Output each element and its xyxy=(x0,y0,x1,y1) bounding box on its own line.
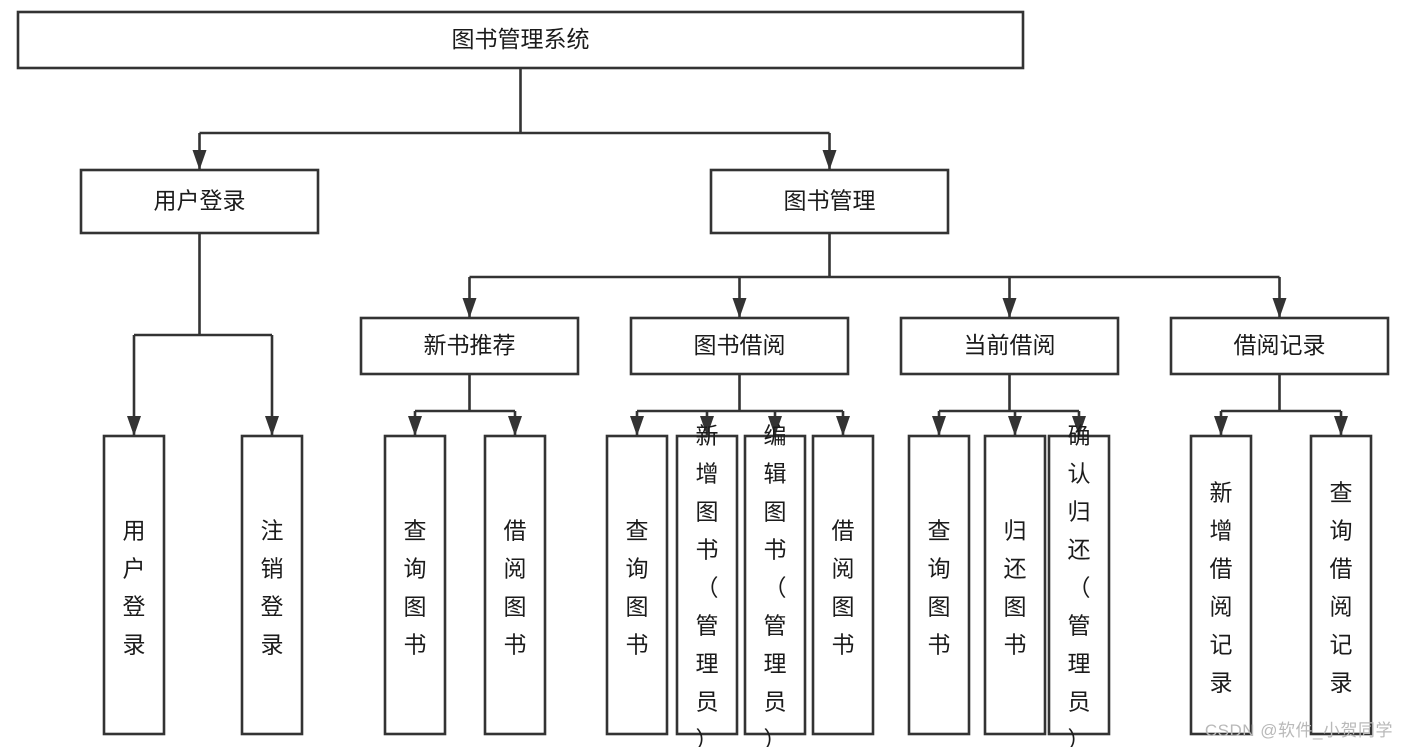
node-box-leaf-confirm-return[interactable] xyxy=(1047,434,1111,736)
node-label-leaf-confirm-return: 确认归还（管理员） xyxy=(1068,423,1091,747)
node-box-leaf-query-book-2[interactable] xyxy=(605,434,669,736)
node-label-leaf-add-book: 新增图书（管理员） xyxy=(696,423,719,747)
node-leaf-logout[interactable]: 注销登录 xyxy=(240,434,304,736)
node-label-newbook: 新书推荐 xyxy=(424,332,516,358)
node-label-leaf-query-record: 查询借阅记录 xyxy=(1330,480,1353,696)
node-box-leaf-user-login[interactable] xyxy=(102,434,166,736)
node-label-leaf-query-book-2: 查询图书 xyxy=(626,518,649,658)
node-newbook[interactable]: 新书推荐 xyxy=(359,316,580,376)
node-leaf-add-record[interactable]: 新增借阅记录 xyxy=(1189,434,1253,736)
node-label-records: 借阅记录 xyxy=(1234,332,1326,358)
node-label-leaf-query-book-1: 查询图书 xyxy=(404,518,427,658)
node-box-newbook[interactable] xyxy=(359,316,580,376)
nodes-layer: 图书管理系统用户登录图书管理新书推荐图书借阅当前借阅借阅记录用户登录注销登录查询… xyxy=(16,10,1390,747)
node-box-leaf-add-book[interactable] xyxy=(675,434,739,736)
node-box-leaf-query-book-3[interactable] xyxy=(907,434,971,736)
node-login[interactable]: 用户登录 xyxy=(79,168,320,235)
node-label-leaf-return-book: 归还图书 xyxy=(1004,518,1027,658)
node-box-leaf-edit-book[interactable] xyxy=(743,434,807,736)
node-label-leaf-query-book-3: 查询图书 xyxy=(928,518,951,658)
node-leaf-edit-book[interactable]: 编辑图书（管理员） xyxy=(743,423,807,747)
node-leaf-query-book-1[interactable]: 查询图书 xyxy=(383,434,447,736)
node-box-leaf-query-book-1[interactable] xyxy=(383,434,447,736)
node-leaf-query-book-3[interactable]: 查询图书 xyxy=(907,434,971,736)
node-box-leaf-borrow-book-2[interactable] xyxy=(811,434,875,736)
node-leaf-user-login[interactable]: 用户登录 xyxy=(102,434,166,736)
node-bookmgmt[interactable]: 图书管理 xyxy=(709,168,950,235)
node-label-leaf-edit-book: 编辑图书（管理员） xyxy=(764,423,787,747)
node-label-login: 用户登录 xyxy=(154,188,246,214)
node-borrow[interactable]: 图书借阅 xyxy=(629,316,850,376)
node-label-leaf-add-record: 新增借阅记录 xyxy=(1210,480,1233,696)
node-leaf-confirm-return[interactable]: 确认归还（管理员） xyxy=(1047,423,1111,747)
node-box-leaf-borrow-book-1[interactable] xyxy=(483,434,547,736)
node-label-leaf-user-login: 用户登录 xyxy=(123,518,146,658)
node-label-current: 当前借阅 xyxy=(964,332,1056,358)
node-box-leaf-return-book[interactable] xyxy=(983,434,1047,736)
node-box-leaf-query-record[interactable] xyxy=(1309,434,1373,736)
node-leaf-query-record[interactable]: 查询借阅记录 xyxy=(1309,434,1373,736)
node-box-login[interactable] xyxy=(79,168,320,235)
node-current[interactable]: 当前借阅 xyxy=(899,316,1120,376)
node-label-leaf-logout: 注销登录 xyxy=(261,518,284,658)
node-leaf-return-book[interactable]: 归还图书 xyxy=(983,434,1047,736)
node-leaf-query-book-2[interactable]: 查询图书 xyxy=(605,434,669,736)
node-box-root[interactable] xyxy=(16,10,1025,70)
node-root[interactable]: 图书管理系统 xyxy=(16,10,1025,70)
node-label-leaf-borrow-book-1: 借阅图书 xyxy=(504,518,527,658)
node-box-bookmgmt[interactable] xyxy=(709,168,950,235)
node-label-leaf-borrow-book-2: 借阅图书 xyxy=(832,518,855,658)
node-label-bookmgmt: 图书管理 xyxy=(784,188,876,214)
node-label-borrow: 图书借阅 xyxy=(694,332,786,358)
edges-layer xyxy=(127,68,1348,436)
node-leaf-add-book[interactable]: 新增图书（管理员） xyxy=(675,423,739,747)
node-box-leaf-add-record[interactable] xyxy=(1189,434,1253,736)
node-box-borrow[interactable] xyxy=(629,316,850,376)
node-leaf-borrow-book-2[interactable]: 借阅图书 xyxy=(811,434,875,736)
node-box-current[interactable] xyxy=(899,316,1120,376)
node-box-leaf-logout[interactable] xyxy=(240,434,304,736)
node-label-root: 图书管理系统 xyxy=(452,26,590,52)
node-records[interactable]: 借阅记录 xyxy=(1169,316,1390,376)
node-box-records[interactable] xyxy=(1169,316,1390,376)
node-leaf-borrow-book-1[interactable]: 借阅图书 xyxy=(483,434,547,736)
